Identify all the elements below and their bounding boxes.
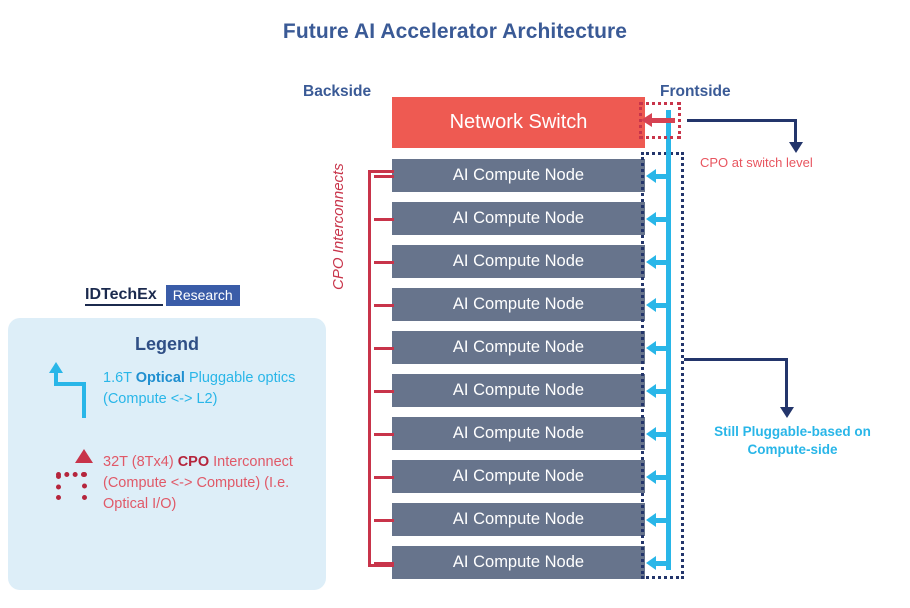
page-title: Future AI Accelerator Architecture	[282, 20, 628, 43]
frontside-dotted-boundary	[641, 152, 684, 579]
compute-node-label: AI Compute Node	[452, 209, 585, 227]
frontside-label: Frontside	[660, 83, 731, 100]
legend-title: Legend	[134, 334, 199, 354]
compute-node-label: AI Compute Node	[452, 467, 585, 485]
still-pluggable-note: Still Pluggable-based on Compute-side	[695, 423, 890, 459]
compute-node: AI Compute Node	[392, 374, 645, 407]
optical-pluggable-arrow	[646, 297, 669, 312]
legend-entry-2-text: 32T (8Tx4) CPO Interconnect (Compute <->…	[103, 454, 293, 513]
compute-node: AI Compute Node	[392, 546, 645, 579]
cpo-at-switch-level-note: CPO at switch level	[700, 155, 813, 170]
compute-node: AI Compute Node	[392, 159, 645, 192]
brand-name: IDTechEx	[85, 285, 163, 306]
switch-cpo-dotted-box	[639, 102, 681, 139]
compute-node: AI Compute Node	[392, 288, 645, 321]
cpo-interconnect-bracket	[368, 170, 394, 567]
compute-node-label: AI Compute Node	[452, 424, 585, 442]
compute-node-label: AI Compute Node	[452, 553, 585, 571]
compute-node-label: AI Compute Node	[452, 510, 585, 528]
cyan-elbow-arrow-icon	[46, 362, 92, 418]
compute-node: AI Compute Node	[392, 417, 645, 450]
cpo-bracket-stub	[374, 217, 394, 221]
switch-cpo-arrow-icon	[641, 113, 675, 127]
optical-pluggable-arrow	[646, 426, 669, 441]
optical-pluggable-bus	[666, 110, 671, 570]
compute-node: AI Compute Node	[392, 331, 645, 364]
optical-pluggable-arrow	[646, 211, 669, 226]
cpo-bracket-stub	[374, 561, 394, 565]
idtechex-logo: IDTechEx Research	[85, 285, 240, 306]
cpo-bracket-stub	[374, 518, 394, 522]
compute-node: AI Compute Node	[392, 202, 645, 235]
compute-node-label: AI Compute Node	[452, 381, 585, 399]
compute-node-label: AI Compute Node	[452, 295, 585, 313]
backside-label: Backside	[303, 83, 372, 100]
cpo-bracket-stub	[374, 303, 394, 307]
compute-node-label: AI Compute Node	[452, 166, 585, 184]
cpo-bracket-stub	[374, 260, 394, 264]
cpo-bracket-stub	[374, 346, 394, 350]
network-switch-label: Network Switch	[449, 111, 588, 133]
optical-pluggable-arrow	[646, 168, 669, 183]
brand-suffix: Research	[165, 285, 240, 306]
compute-node: AI Compute Node	[392, 503, 645, 536]
compute-node: AI Compute Node	[392, 460, 645, 493]
still-pluggable-line-1: Still Pluggable-based on	[714, 424, 871, 439]
legend-entry-1-text: 1.6T Optical Pluggable optics (Compute <…	[103, 370, 296, 408]
optical-pluggable-arrow	[646, 340, 669, 355]
network-switch-block: Network Switch	[392, 97, 645, 148]
optical-pluggable-arrow	[646, 555, 669, 570]
compute-node-label: AI Compute Node	[452, 338, 585, 356]
optical-pluggable-arrow	[646, 254, 669, 269]
optical-pluggable-arrow	[646, 512, 669, 527]
cpo-interconnects-label: CPO Interconnects	[330, 163, 347, 290]
red-dotted-elbow-arrow-icon	[46, 449, 93, 502]
cpo-bracket-stub	[374, 389, 394, 393]
optical-pluggable-arrow	[646, 469, 669, 484]
still-pluggable-line-2: Compute-side	[747, 442, 838, 458]
cpo-bracket-stub	[374, 174, 394, 178]
compute-node-label: AI Compute Node	[452, 252, 585, 270]
compute-node-stack: AI Compute Node AI Compute Node AI Compute…	[392, 159, 645, 589]
cpo-bracket-stub	[374, 475, 394, 479]
compute-node: AI Compute Node	[392, 245, 645, 278]
cpo-bracket-stub	[374, 432, 394, 436]
optical-pluggable-arrow	[646, 383, 669, 398]
